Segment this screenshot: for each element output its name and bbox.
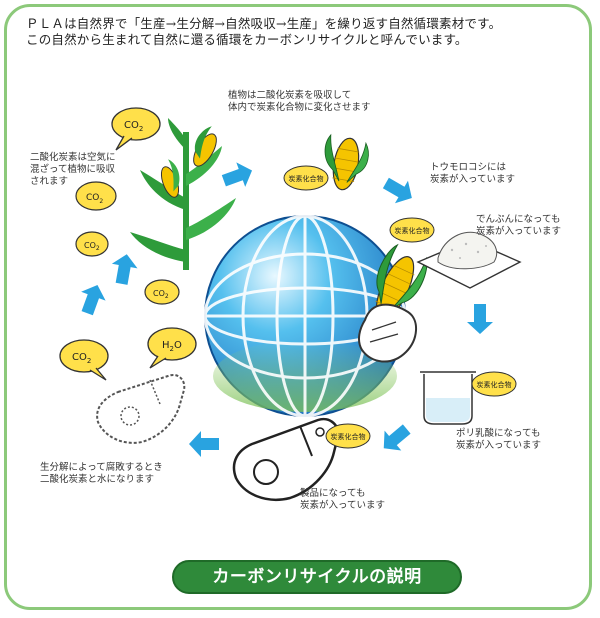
- beaker: [420, 371, 476, 425]
- intro-line-1: ＰＬＡは自然界で「生産→生分解→自然吸収→生産」を繰り返す自然循環素材です。: [26, 16, 502, 31]
- arrow-plant-to-corn: [219, 158, 257, 194]
- compound-badge-product-text: 炭素化合物: [331, 432, 366, 441]
- label-co2-air-line2: 混ざって植物に吸収: [30, 164, 116, 175]
- arrow-starch-to-beaker: [467, 304, 493, 334]
- label-plant-absorb: 植物は二酸化炭素を吸収して 体内で炭素化合物に変化させます: [228, 90, 371, 114]
- label-corn-line2: 炭素が入っています: [430, 174, 516, 185]
- globe: [203, 214, 407, 418]
- label-product-line2: 炭素が入っています: [300, 500, 386, 511]
- label-starch-line2: 炭素が入っています: [476, 226, 562, 237]
- starch-pile: [416, 231, 522, 289]
- label-pla: ポリ乳酸になっても 炭素が入っています: [456, 428, 541, 452]
- label-corn: トウモロコシには 炭素が入っています: [430, 162, 515, 186]
- arrow-air-to-plant: [108, 251, 140, 287]
- bubble-texts: CO2 CO2 CO2 CO2 CO2 H2O: [72, 120, 182, 365]
- label-co2-air-line1: 二酸化炭素は空気に: [30, 152, 116, 163]
- co2-bubble-top: [111, 107, 161, 151]
- co2-bubble-right: [144, 279, 180, 305]
- corn-plant: [130, 118, 236, 270]
- label-decompose-line2: 二酸化炭素と水になります: [40, 474, 155, 485]
- compound-badge-beaker: 炭素化合物: [471, 371, 517, 397]
- compound-badge-corn-text: 炭素化合物: [289, 174, 324, 183]
- arrow-beaker-to-product: [375, 419, 416, 459]
- label-product: 製品になっても 炭素が入っています: [300, 488, 385, 512]
- title-banner: [172, 560, 462, 594]
- intro-line-2: この自然から生まれて自然に還る循環をカーボンリサイクルと呼んでいます。: [26, 32, 468, 47]
- compound-badge-starch: 炭素化合物: [389, 217, 435, 243]
- co2-bubble-bottom: [59, 339, 109, 381]
- label-starch-line1: でんぷんになっても: [476, 214, 561, 225]
- label-co2-air: 二酸化炭素は空気に 混ざって植物に吸収 されます: [30, 152, 116, 188]
- label-decompose: 生分解によって腐敗するとき 二酸化炭素と水になります: [40, 462, 163, 486]
- co2-text-small: CO2: [84, 241, 100, 252]
- co2-bubble-small: [75, 231, 109, 257]
- compound-badge-corn: 炭素化合物: [283, 165, 329, 191]
- label-pla-line2: 炭素が入っています: [456, 440, 542, 451]
- compound-badge-starch-text: 炭素化合物: [395, 226, 430, 235]
- co2-bubble-mid: [75, 181, 117, 211]
- compound-badge-beaker-text: 炭素化合物: [477, 380, 512, 389]
- label-pla-line1: ポリ乳酸になっても: [456, 428, 541, 439]
- label-starch: でんぷんになっても 炭素が入っています: [476, 214, 561, 238]
- compound-badges: 炭素化合物 炭素化合物 炭素化合物 炭素化合物: [283, 165, 517, 449]
- h2o-text: H2O: [162, 340, 182, 353]
- label-decompose-line1: 生分解によって腐敗するとき: [40, 462, 163, 473]
- co2-text-bottom: CO2: [72, 352, 91, 365]
- co2-text-mid: CO2: [86, 193, 103, 205]
- glove-holding-corn: [357, 243, 428, 363]
- whistle-decomposing: [96, 374, 186, 444]
- label-plant-absorb-line2: 体内で炭素化合物に変化させます: [228, 102, 371, 113]
- corn-cob-top: [324, 133, 369, 191]
- co2-text-right: CO2: [153, 289, 169, 300]
- intro-text: ＰＬＡは自然界で「生産→生分解→自然吸収→生産」を繰り返す自然循環素材です。 こ…: [26, 16, 586, 48]
- arrow-decompose-to-air: [74, 280, 110, 318]
- h2o-bubble: [147, 327, 197, 369]
- arrow-corn-to-starch: [379, 171, 419, 210]
- co2-text-top: CO2: [124, 120, 143, 133]
- label-product-line1: 製品になっても: [300, 488, 366, 499]
- label-co2-air-line3: されます: [30, 176, 69, 187]
- arrow-product-to-decompose: [189, 431, 219, 457]
- label-corn-line1: トウモロコシには: [430, 162, 507, 173]
- co2-bubbles: [59, 107, 197, 381]
- diagram-title: カーボンリサイクルの説明: [212, 567, 422, 587]
- label-plant-absorb-line1: 植物は二酸化炭素を吸収して: [228, 90, 352, 101]
- compound-badge-product: 炭素化合物: [325, 423, 371, 449]
